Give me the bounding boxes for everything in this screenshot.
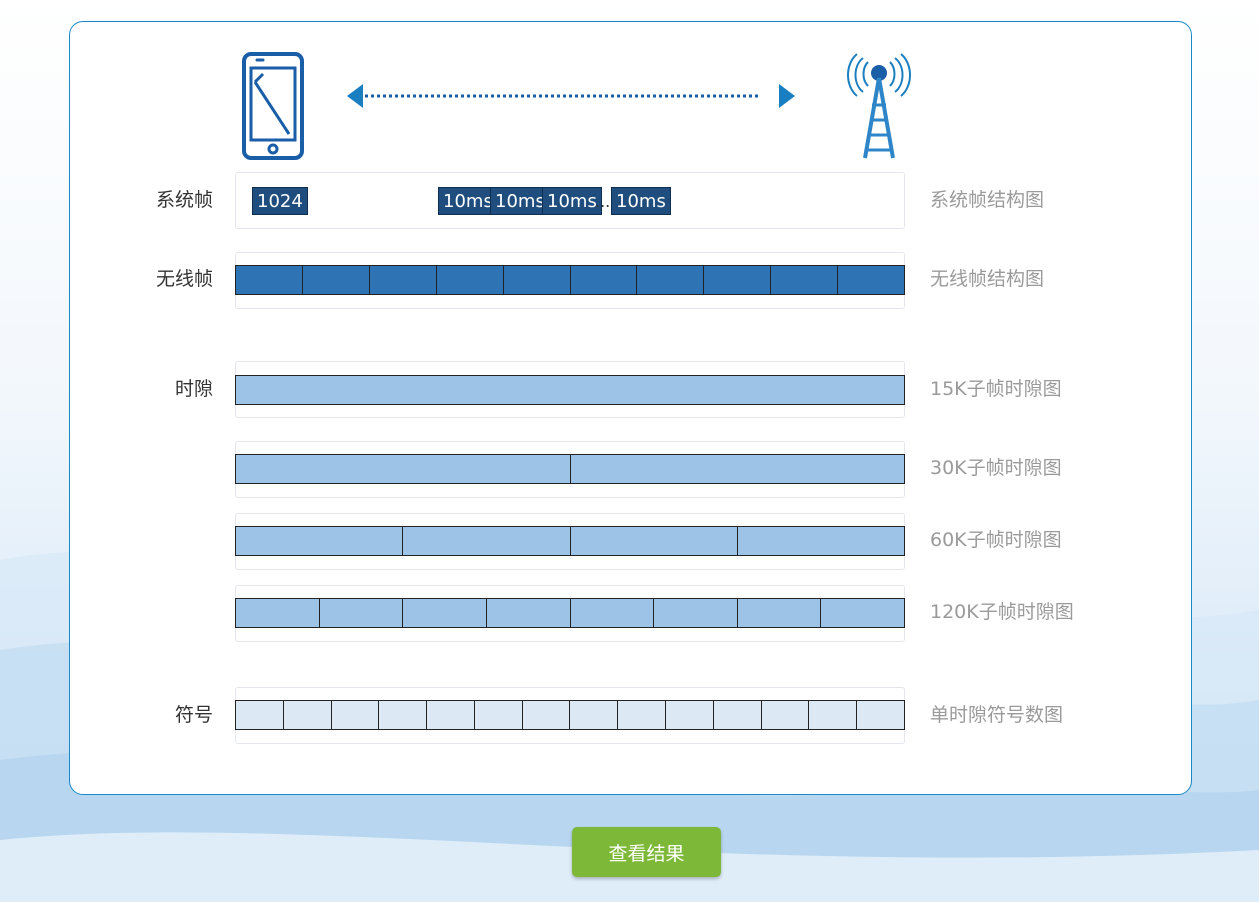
strip-segment [379,701,428,729]
strip-segment [821,599,904,627]
strip-segment [857,701,904,729]
strip-segment [654,599,738,627]
frame-10ms-tag: 10ms [490,187,550,215]
strip-segment [427,701,475,729]
strip-segment [570,599,655,627]
strip-segment [283,701,332,729]
symbol-row [235,687,905,744]
strip-segment [737,599,822,627]
radio-frame-caption: 无线帧结构图 [930,268,1045,290]
slot-15k-caption: 15K子帧时隙图 [930,378,1062,400]
strip-segment [737,527,904,555]
strip-segment [403,599,487,627]
strip-segment [618,701,667,729]
bidirectional-arrow-icon [347,84,795,108]
radio-frame-row [235,252,905,309]
cell-tower-icon [847,53,911,159]
strip-segment [637,266,705,294]
strip-segment [522,701,571,729]
strip-segment [236,527,404,555]
strip-segment [236,455,571,483]
strip-segment [319,599,404,627]
strip-segment [570,455,904,483]
frame-10ms-tag: 10ms [611,187,671,215]
slot-60k-caption: 60K子帧时隙图 [930,529,1062,551]
strip-segment [486,599,571,627]
slot-120k-strip [235,598,905,628]
slot-60k-strip [235,526,905,556]
strip-segment [713,701,762,729]
slot-15k-strip [235,375,905,405]
slot-30k-caption: 30K子帧时隙图 [930,457,1062,479]
symbol-strip [235,700,905,730]
strip-segment [236,701,284,729]
strip-segment [666,701,714,729]
symbol-label: 符号 [174,704,213,726]
strip-segment [771,266,839,294]
radio-frame-label: 无线帧 [155,268,213,290]
slot-120k-caption: 120K子帧时隙图 [930,601,1074,623]
strip-segment [809,701,858,729]
system-frame-caption: 系统帧结构图 [930,189,1045,211]
frame-ellipsis: ... [595,192,611,211]
system-frame-label: 系统帧 [155,189,213,211]
strip-segment [570,527,738,555]
strip-segment [704,266,772,294]
strip-segment [302,266,370,294]
frame-10ms-tag: 10ms [438,187,498,215]
strip-segment [838,266,905,294]
radio-frame-strip [235,265,905,295]
slot-30k-row [235,441,905,498]
slot-15k-row [235,361,905,418]
strip-segment [570,266,638,294]
frame-10ms-tag: 10ms [542,187,602,215]
symbol-caption: 单时隙符号数图 [930,704,1064,726]
strip-segment [761,701,810,729]
strip-segment [236,599,320,627]
slot-120k-row [235,585,905,642]
frame-count-tag: 1024 [252,187,308,215]
view-result-button[interactable]: 查看结果 [572,827,721,877]
slot-label: 时隙 [174,378,213,400]
strip-segment [436,266,504,294]
strip-segment [236,376,904,404]
strip-segment [369,266,437,294]
strip-segment [403,527,571,555]
system-frame-row: 1024 10ms 10ms 10ms ... 10ms [235,172,905,229]
slot-30k-strip [235,454,905,484]
strip-segment [474,701,523,729]
strip-segment [570,701,619,729]
phone-icon [242,52,304,160]
strip-segment [236,266,303,294]
slot-60k-row [235,513,905,570]
strip-segment [331,701,380,729]
strip-segment [503,266,571,294]
